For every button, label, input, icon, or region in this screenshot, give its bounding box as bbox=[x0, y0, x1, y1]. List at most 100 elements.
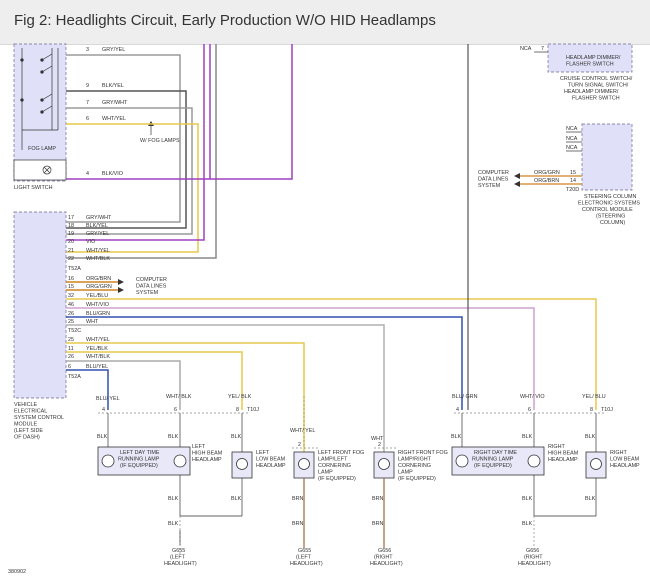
left-wire-yel-blk: YEL/ BLK bbox=[228, 394, 252, 400]
svg-text:BLK: BLK bbox=[168, 496, 179, 502]
svg-text:22: 22 bbox=[68, 256, 74, 262]
svg-text:26: 26 bbox=[68, 354, 74, 360]
svg-text:2: 2 bbox=[298, 442, 301, 448]
ls-pin-3: 3 bbox=[86, 47, 89, 53]
svg-text:4: 4 bbox=[456, 407, 459, 413]
svg-text:WHT/YEL: WHT/YEL bbox=[86, 337, 110, 343]
left-connector-label: T10J bbox=[247, 407, 259, 413]
light-switch-contacts bbox=[13, 48, 67, 181]
svg-text:20: 20 bbox=[68, 239, 74, 245]
ls-wire-9: BLK/YEL bbox=[102, 83, 124, 89]
figure-title: Fig 2: Headlights Circuit, Early Product… bbox=[14, 12, 436, 29]
svg-text:6: 6 bbox=[174, 407, 177, 413]
steering-wire-14: ORG/BRN bbox=[534, 178, 559, 184]
svg-text:GRY/YEL: GRY/YEL bbox=[86, 231, 109, 237]
figure-id: 380902 bbox=[8, 569, 26, 575]
svg-text:BLK: BLK bbox=[231, 434, 242, 440]
svg-text:25: 25 bbox=[68, 337, 74, 343]
svg-text:T52C: T52C bbox=[68, 328, 81, 334]
svg-text:BLK: BLK bbox=[585, 496, 596, 502]
svg-text:T52A: T52A bbox=[68, 374, 81, 380]
ls-pin-6: 6 bbox=[86, 116, 89, 122]
light-switch-label: LIGHT SWITCH bbox=[14, 185, 53, 191]
svg-text:WHT/BLK: WHT/BLK bbox=[86, 256, 110, 262]
svg-text:BLK: BLK bbox=[231, 496, 242, 502]
svg-text:T52A: T52A bbox=[68, 266, 81, 272]
svg-text:46: 46 bbox=[68, 302, 74, 308]
cruise-pin: 7 bbox=[541, 46, 544, 52]
header-bar: Fig 2: Headlights Circuit, Early Product… bbox=[0, 0, 650, 45]
svg-text:8: 8 bbox=[236, 407, 239, 413]
svg-text:11: 11 bbox=[68, 346, 74, 352]
vescm-lamp-wires bbox=[66, 298, 597, 460]
steering-connector: T20D bbox=[566, 187, 579, 193]
svg-text:BLK: BLK bbox=[97, 434, 108, 440]
svg-text:WHT/VIO: WHT/VIO bbox=[86, 302, 109, 308]
left-fog-bulb bbox=[298, 458, 310, 470]
svg-text:8: 8 bbox=[590, 407, 593, 413]
left-highbeam-bulb bbox=[173, 454, 187, 468]
steering-nca-3: NCA bbox=[566, 145, 578, 151]
ls-pin-9: 9 bbox=[86, 83, 89, 89]
svg-text:6: 6 bbox=[68, 364, 71, 370]
left-wire-blu-yel: BLU/ YEL bbox=[96, 396, 120, 402]
steering-data-lines bbox=[514, 173, 582, 187]
right-drl-bulb bbox=[455, 454, 469, 468]
right-wire-yel-blu: YEL/ BLU bbox=[582, 394, 606, 400]
svg-text:GRY/WHT: GRY/WHT bbox=[86, 215, 112, 221]
ls-pin-7: 7 bbox=[86, 100, 89, 106]
right-wire-blu-grn: BLU/ GRN bbox=[452, 394, 478, 400]
svg-text:26: 26 bbox=[68, 311, 74, 317]
ls-wire-7: GRY/WHT bbox=[102, 100, 128, 106]
svg-text:WHT: WHT bbox=[86, 319, 99, 325]
svg-text:18: 18 bbox=[68, 223, 74, 229]
svg-text:BLK: BLK bbox=[522, 496, 533, 502]
svg-text:ORG/GRN: ORG/GRN bbox=[86, 284, 112, 290]
left-fog-wire: WHT/ YEL bbox=[290, 428, 315, 434]
svg-text:BLK: BLK bbox=[522, 521, 533, 527]
svg-text:15: 15 bbox=[68, 284, 74, 290]
svg-text:BLK: BLK bbox=[585, 434, 596, 440]
steering-nca-2: NCA bbox=[566, 136, 578, 142]
light-switch-wires bbox=[66, 44, 293, 259]
cruise-switch-label: CRUISE CONTROL SWITCH/TURN SIGNAL SWITCH… bbox=[560, 76, 633, 102]
steering-wire-15: ORG/GRN bbox=[534, 170, 560, 176]
light-switch-module bbox=[13, 43, 67, 182]
svg-text:BLU/YEL: BLU/YEL bbox=[86, 364, 108, 370]
dimmer-switch-module bbox=[547, 43, 633, 73]
svg-text:BLK/YEL: BLK/YEL bbox=[86, 223, 108, 229]
right-fog-wire: WHT bbox=[371, 436, 384, 442]
vescm-data-lines bbox=[66, 279, 124, 293]
right-connector-label: T10J bbox=[601, 407, 613, 413]
right-wire-wht-vio: WHT/ VIO bbox=[520, 394, 545, 400]
right-fog-bulb bbox=[378, 458, 390, 470]
right-highbeam-bulb bbox=[527, 454, 541, 468]
svg-text:BLK: BLK bbox=[168, 434, 179, 440]
steering-nca-1: NCA bbox=[566, 126, 578, 132]
svg-text:YEL/BLU: YEL/BLU bbox=[86, 293, 108, 299]
fog-lamp-label: FOG LAMP bbox=[28, 146, 56, 152]
svg-text:17: 17 bbox=[68, 215, 74, 221]
fog-note: W/ FOG LAMPS bbox=[140, 138, 180, 144]
svg-text:BRN: BRN bbox=[292, 521, 303, 527]
steering-pin-14: 14 bbox=[570, 178, 576, 184]
svg-text:BRN: BRN bbox=[372, 521, 383, 527]
right-column-wires bbox=[467, 44, 469, 410]
svg-text:BLK: BLK bbox=[522, 434, 533, 440]
left-drl-bulb bbox=[101, 454, 115, 468]
svg-text:YEL/BLK: YEL/BLK bbox=[86, 346, 108, 352]
vescm-module bbox=[13, 211, 67, 399]
